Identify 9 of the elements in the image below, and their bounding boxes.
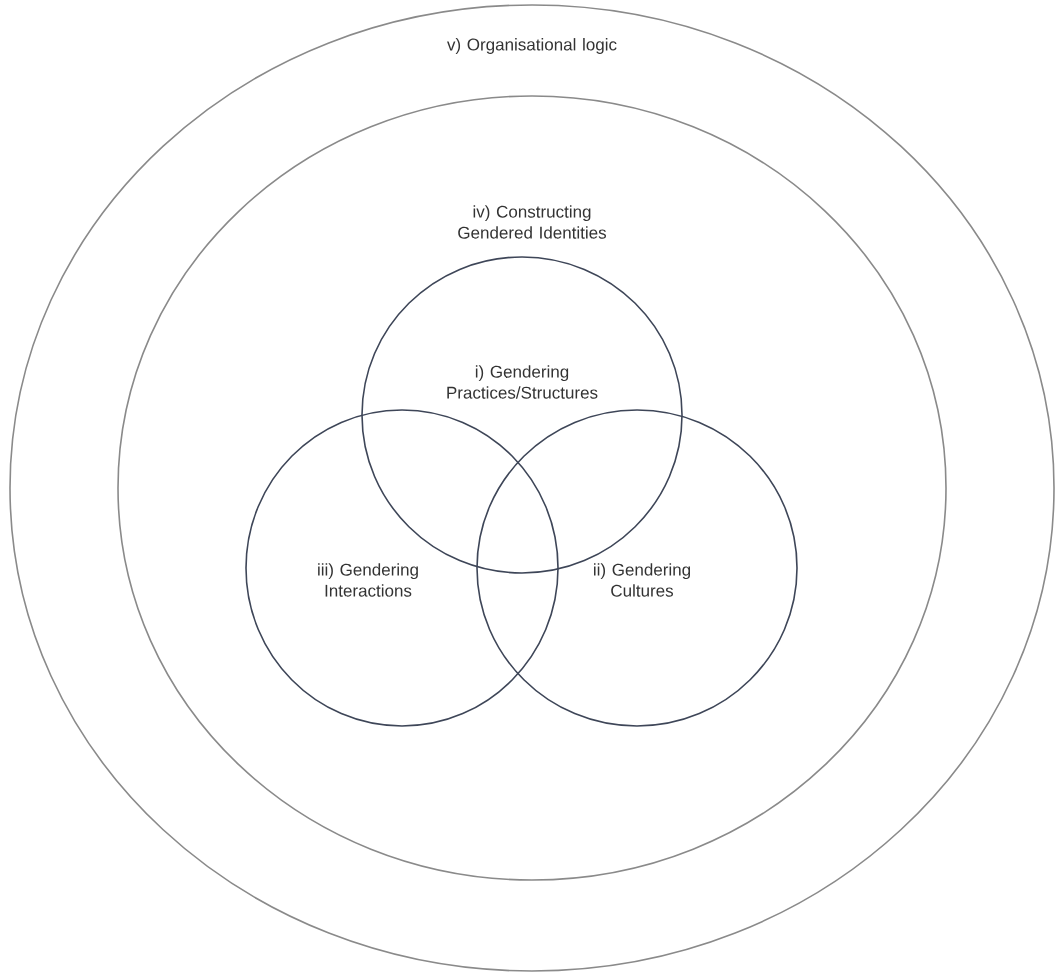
ring-label: i) Gendering Practices/Structures: [447, 365, 598, 399]
ring-label: iii) Gendering Interactions: [318, 563, 418, 597]
outer-ellipse: [9, 4, 1055, 972]
venn-circle: [476, 409, 798, 727]
ring-label: v) Organisational logic: [447, 38, 617, 54]
inner-ellipse: [117, 95, 947, 881]
ring-label: ii) Gendering Cultures: [594, 563, 690, 597]
ring-label: iv) Constructing Gendered Identities: [458, 205, 607, 239]
venn-circle: [245, 409, 559, 727]
